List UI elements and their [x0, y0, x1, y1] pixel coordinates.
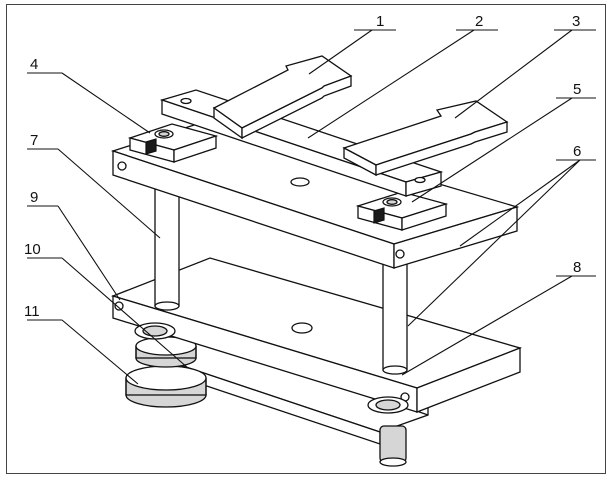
figure-frame — [6, 4, 606, 474]
lower-plate — [111, 257, 523, 413]
foot-cylinder — [125, 336, 207, 408]
left-column — [154, 185, 180, 311]
left-roller — [134, 322, 176, 340]
callout-8: 8 — [573, 259, 581, 276]
right-roller — [367, 396, 409, 414]
callout-6: 6 — [573, 143, 581, 160]
callout-10: 10 — [24, 241, 41, 258]
right-clamp-block — [355, 191, 449, 231]
callout-1: 1 — [376, 13, 384, 30]
callout-4: 4 — [30, 56, 38, 73]
bottom-shaft — [379, 425, 407, 467]
right-press-arm — [342, 100, 509, 177]
callout-11: 11 — [24, 303, 40, 320]
leader-lines — [27, 29, 596, 385]
callout-7: 7 — [30, 132, 38, 149]
callout-9: 9 — [30, 189, 38, 206]
callout-2: 2 — [475, 13, 483, 30]
left-press-arm — [212, 55, 353, 140]
left-clamp-block — [127, 123, 219, 163]
callout-5: 5 — [573, 81, 581, 98]
callout-labels: 1 2 3 4 5 6 7 8 9 10 11 — [24, 13, 581, 320]
callout-3: 3 — [572, 13, 580, 30]
right-column — [382, 257, 408, 375]
